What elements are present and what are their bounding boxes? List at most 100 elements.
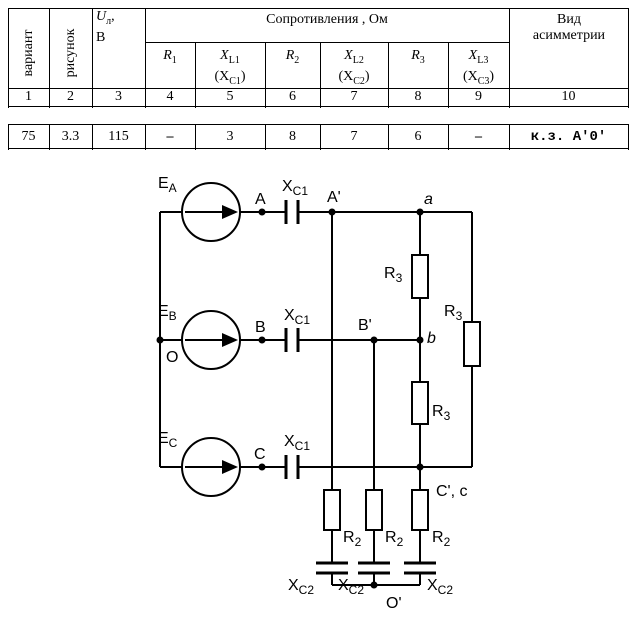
subheader-xl1-alt: (X: [214, 68, 230, 84]
label-b: B: [255, 319, 266, 336]
header-voltage-symbol: U: [96, 9, 107, 24]
label-r2-b: R2: [385, 529, 404, 549]
subheader-xl2: XL2(XC2): [320, 48, 388, 90]
label-a-small: a: [424, 191, 433, 208]
subheader-xl1: XL1(XC1): [195, 48, 265, 90]
label-r2-c: R2: [432, 529, 451, 549]
subheader-xl3-alt-index: C3: [477, 75, 490, 87]
source-eb-arrow-icon: [222, 333, 238, 347]
table-cell: к.з. A'0': [530, 129, 607, 145]
subheader-xl3: XL3 (XC3): [448, 48, 509, 90]
table-cell: 115: [108, 129, 129, 144]
subheader-xl3-close: ): [489, 68, 495, 84]
subheader-xl3-alt: (X: [462, 68, 478, 84]
col-number: 6: [289, 89, 296, 104]
label-a-prime: A': [327, 189, 341, 206]
col-number: 2: [67, 89, 74, 104]
table-vline: [92, 8, 93, 108]
circuit-diagram: EA EB EC O A B C XC1 XC1 XC1 A' B' a b C…: [156, 175, 481, 612]
parameter-table: вариант рисунок Uл, В Сопротивления , Ом…: [0, 0, 634, 160]
table-vline: [92, 124, 93, 150]
header-voltage-sub: л: [106, 15, 112, 27]
label-xc1-b: XC1: [284, 307, 310, 327]
node-o: [156, 336, 164, 344]
label-xc1-a: XC1: [282, 178, 308, 198]
col-number: 8: [414, 89, 422, 104]
table-vline: [145, 124, 146, 150]
col-number: 4: [166, 89, 174, 104]
resistor-r3-bc: [411, 381, 429, 425]
table-border-resist-sub: [145, 42, 509, 43]
table-vline: [448, 124, 449, 150]
table-cell: 3: [226, 129, 234, 144]
label-b-prime: B': [358, 317, 372, 334]
label-r2-a: R2: [343, 529, 362, 549]
table-vline: [388, 42, 389, 108]
table-vline: [145, 8, 146, 108]
label-xc2-a: XC2: [288, 577, 314, 597]
label-o: O: [166, 349, 178, 366]
header-asymmetry: Вид асимметрии: [509, 12, 629, 44]
table-vline: [448, 42, 449, 108]
subheader-xl1-index: L1: [228, 54, 240, 66]
node-b-small: [416, 336, 424, 344]
table-vline: [8, 8, 9, 108]
table-border-header-bottom: [8, 88, 628, 89]
table-border-row-bottom: [8, 148, 628, 149]
label-r3-ca: R3: [444, 303, 463, 323]
table-vline: [320, 124, 321, 150]
table-vline: [49, 124, 50, 150]
table-vline: [320, 42, 321, 108]
label-eb: EB: [158, 303, 177, 323]
resistor-r2-b: [365, 489, 383, 531]
table-vline: [628, 8, 629, 108]
subheader-r3-symbol: R: [411, 48, 420, 63]
subheader-r2-symbol: R: [285, 48, 295, 63]
subheader-xl2-index: L2: [352, 54, 364, 66]
subheader-r3-index: 3: [419, 54, 425, 66]
col-number: 9: [475, 89, 482, 104]
label-r3-ab: R3: [384, 265, 403, 285]
header-variant: вариант: [21, 29, 36, 77]
header-asymmetry-line2: асимметрии: [532, 28, 606, 43]
label-xc2-b: XC2: [338, 577, 364, 597]
label-a: A: [255, 191, 266, 208]
table-vline: [265, 124, 266, 150]
label-r3-bc: R3: [432, 403, 451, 423]
col-number: 1: [25, 89, 32, 104]
subheader-xl3-symbol: X: [468, 48, 478, 63]
header-voltage-unit: В: [96, 29, 106, 45]
subheader-xl2-alt-index: C2: [353, 75, 365, 87]
table-cell: 6: [414, 129, 422, 144]
subheader-r1-index: 1: [171, 54, 177, 66]
node-a: [258, 208, 266, 216]
resistor-r2-c: [411, 489, 429, 531]
col-number: 10: [561, 89, 576, 104]
label-xc1-c: XC1: [284, 433, 310, 453]
source-ea-arrow-icon: [222, 205, 238, 219]
subheader-r3: R3: [388, 48, 448, 69]
label-ea: EA: [158, 175, 177, 195]
table-vline: [628, 124, 629, 150]
subheader-xl2-alt: (X: [338, 68, 354, 84]
resistor-r3-ca: [463, 321, 481, 367]
label-c: C: [254, 446, 266, 463]
label-c-prime-c: C', c: [436, 483, 468, 500]
table-vline: [8, 124, 9, 150]
table-cell: 8: [289, 129, 296, 144]
table-border-numbers-bottom: [8, 106, 628, 107]
col-number: 5: [226, 89, 234, 104]
node-c-prime-c: [416, 463, 424, 471]
subheader-xl1-alt-index: C1: [229, 75, 241, 87]
subheader-r1-symbol: R: [163, 48, 172, 63]
table-cell: 3.3: [61, 129, 80, 144]
label-b-small: b: [427, 330, 436, 347]
table-cell: 75: [21, 129, 36, 144]
label-xc2-c: XC2: [427, 577, 453, 597]
header-figure: рисунок: [63, 28, 78, 78]
resistor-r2-a: [323, 489, 341, 531]
header-asymmetry-line1: Вид: [557, 12, 581, 27]
subheader-xl1-close: ): [240, 68, 246, 84]
subheader-xl3-index: L3: [477, 54, 489, 66]
node-a-prime: [328, 208, 336, 216]
